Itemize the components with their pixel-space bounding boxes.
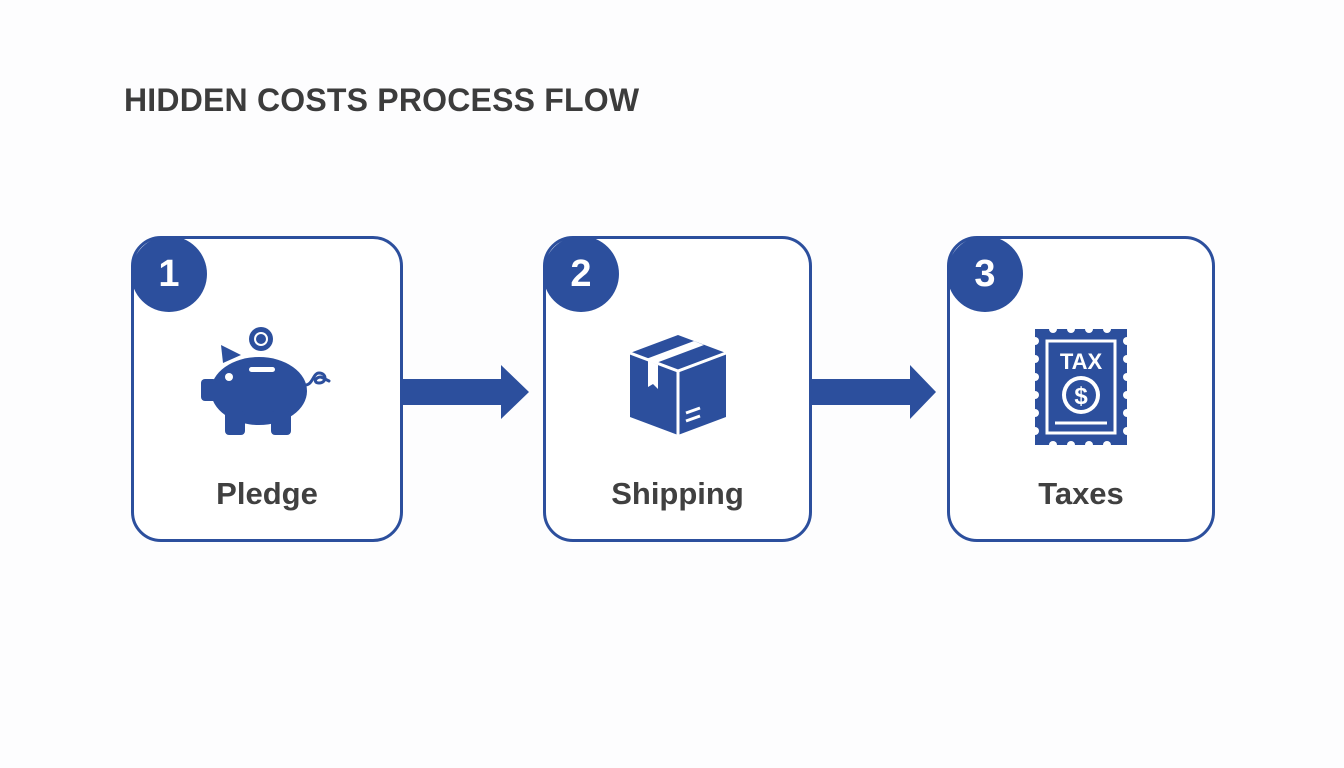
svg-text:$: $ [1074, 383, 1088, 410]
step-label: Taxes [1038, 476, 1124, 511]
step-label: Pledge [216, 476, 318, 511]
tax-stamp-text: TAX [1060, 349, 1103, 374]
step-card-taxes: 3 TAX $ Taxes [947, 236, 1215, 542]
step-card-pledge: 1 Pledge [131, 236, 403, 542]
tax-stamp-icon: TAX $ [1031, 325, 1131, 449]
step-number-badge: 3 [947, 236, 1023, 312]
step-label: Shipping [611, 476, 744, 511]
step-number-badge: 1 [131, 236, 207, 312]
flow-arrow-icon [810, 365, 936, 419]
flow-arrow-icon [401, 365, 529, 419]
step-number-badge: 2 [543, 236, 619, 312]
step-card-shipping: 2 Shipping [543, 236, 812, 542]
box-icon [628, 335, 727, 435]
diagram-title: HIDDEN COSTS PROCESS FLOW [124, 82, 640, 118]
piggy-bank-icon [201, 327, 331, 435]
